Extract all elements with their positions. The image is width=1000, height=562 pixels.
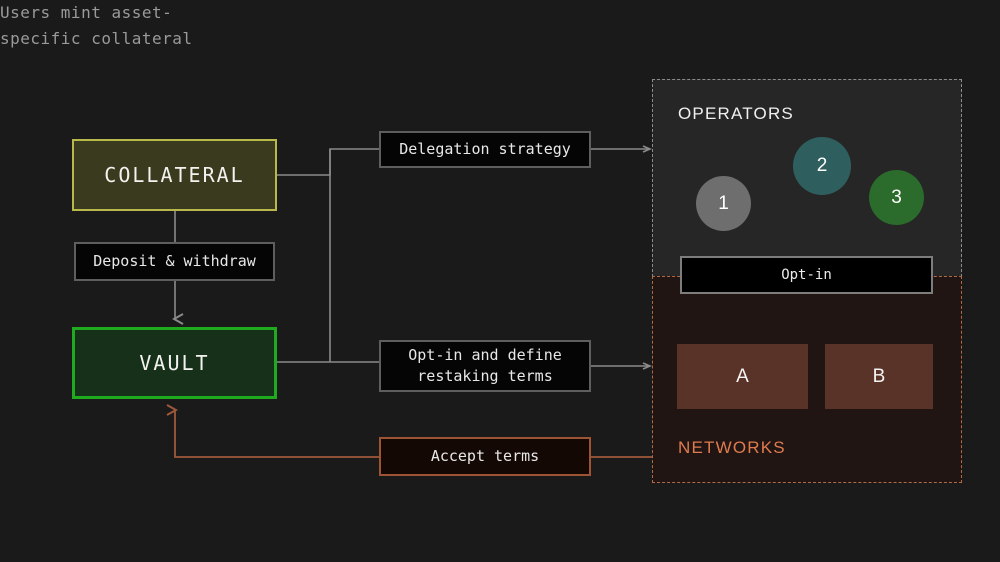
edge-label-delegation-strategy: Delegation strategy [379, 131, 591, 168]
panel-title-operators: OPERATORS [678, 104, 794, 123]
network-box-a[interactable]: A [677, 344, 808, 409]
caption-users-mint: Users mint asset- specific collateral [0, 3, 193, 48]
operator-node-2[interactable]: 2 [793, 137, 851, 195]
edge-label-deposit-withdraw: Deposit & withdraw [74, 242, 275, 281]
panel-title-networks: NETWORKS [678, 438, 786, 457]
optin-bar: Opt-in [680, 256, 933, 294]
node-vault[interactable]: VAULT [72, 327, 277, 399]
edge-label-accept-terms: Accept terms [379, 437, 591, 476]
operator-node-1[interactable]: 1 [696, 176, 751, 231]
operator-node-3[interactable]: 3 [869, 170, 924, 225]
edge-label-optin-restaking-terms: Opt-in and define restaking terms [379, 340, 591, 392]
network-box-b[interactable]: B [825, 344, 933, 409]
node-collateral[interactable]: COLLATERAL [72, 139, 277, 211]
